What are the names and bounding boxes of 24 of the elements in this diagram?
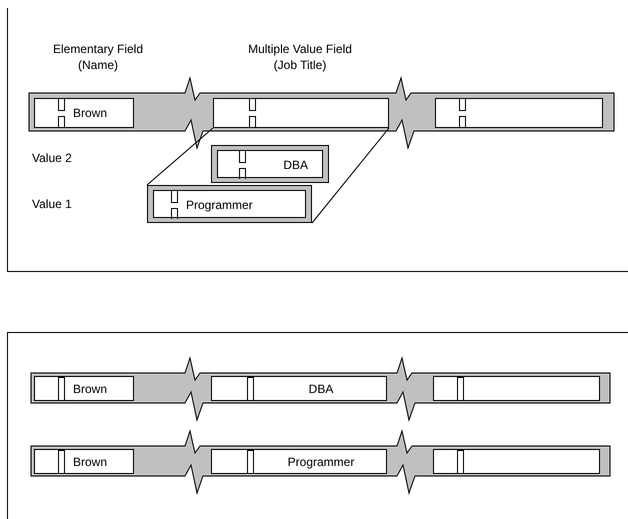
field-box	[433, 449, 600, 474]
field-box	[211, 449, 387, 474]
field-box	[34, 376, 134, 401]
field-value: Brown	[73, 106, 108, 120]
value-box	[147, 185, 312, 223]
field-box	[433, 376, 600, 401]
column-heading: Multiple Value Field (Job Title)	[247, 41, 353, 73]
projection-line	[146, 128, 214, 186]
column-heading: Elementary Field (Name)	[52, 41, 144, 73]
field-box	[213, 98, 389, 128]
row-label: Value 2	[32, 150, 72, 166]
field-box	[211, 376, 387, 401]
field-value: Programmer	[186, 198, 253, 212]
row-label: Value 1	[32, 196, 72, 212]
field-value: Brown	[73, 454, 108, 468]
field-value: DBA	[308, 382, 334, 396]
field-value: Brown	[73, 382, 108, 396]
field-value: DBA	[283, 158, 308, 172]
field-box	[435, 98, 603, 128]
value-box	[211, 145, 329, 183]
field-box	[34, 449, 134, 474]
field-value: Programmer	[286, 454, 356, 468]
field-box	[34, 98, 134, 128]
projection-line	[312, 128, 390, 224]
